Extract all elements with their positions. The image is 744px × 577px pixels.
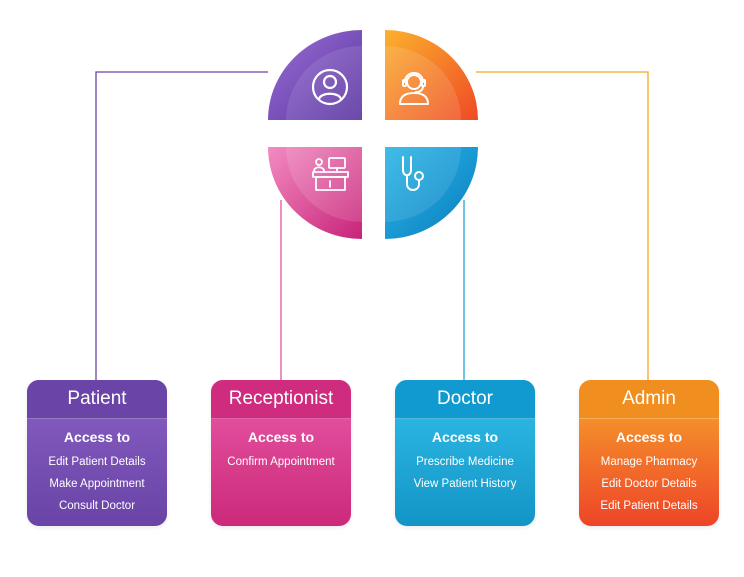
- card-subtitle: Access to: [63, 429, 131, 445]
- card-title: Patient: [27, 380, 167, 419]
- permission-item: Make Appointment: [49, 478, 145, 490]
- stethoscope-icon: [402, 156, 424, 191]
- card-title: Receptionist: [211, 380, 351, 419]
- receptionist-quadrant: [268, 147, 362, 239]
- reception-desk-icon: [312, 157, 349, 191]
- card-subtitle: Access to: [615, 429, 683, 445]
- permission-list: Confirm Appointment: [211, 451, 351, 473]
- permission-list: Prescribe Medicine View Patient History: [395, 451, 535, 495]
- admin-card: Admin Access to Manage Pharmacy Edit Doc…: [579, 380, 719, 526]
- permission-item: Confirm Appointment: [227, 456, 335, 468]
- card-subtitle: Access to: [431, 429, 499, 445]
- permission-item: Prescribe Medicine: [416, 456, 514, 468]
- receptionist-inner-circle: [286, 147, 362, 222]
- permission-list: Edit Patient Details Make Appointment Co…: [27, 451, 167, 517]
- admin-quadrant: [385, 30, 478, 120]
- headset-operator-icon: [399, 72, 429, 105]
- permission-item: Manage Pharmacy: [600, 456, 698, 468]
- doctor-card: Doctor Access to Prescribe Medicine View…: [395, 380, 535, 526]
- patient-card: Patient Access to Edit Patient Details M…: [27, 380, 167, 526]
- permission-item: Edit Patient Details: [48, 456, 146, 468]
- receptionist-card: Receptionist Access to Confirm Appointme…: [211, 380, 351, 526]
- user-circle-icon: [311, 68, 349, 106]
- doctor-quadrant: [385, 147, 478, 239]
- permission-item: Edit Doctor Details: [601, 478, 697, 490]
- permission-item: View Patient History: [413, 478, 517, 490]
- permission-item: Edit Patient Details: [600, 500, 698, 512]
- card-subtitle: Access to: [247, 429, 315, 445]
- patient-quadrant: [268, 30, 362, 120]
- permission-item: Consult Doctor: [58, 500, 136, 512]
- admin-connector-line: [476, 71, 649, 380]
- card-title: Doctor: [395, 380, 535, 419]
- card-title: Admin: [579, 380, 719, 419]
- permission-list: Manage Pharmacy Edit Doctor Details Edit…: [579, 451, 719, 517]
- patient-connector-line: [95, 71, 268, 380]
